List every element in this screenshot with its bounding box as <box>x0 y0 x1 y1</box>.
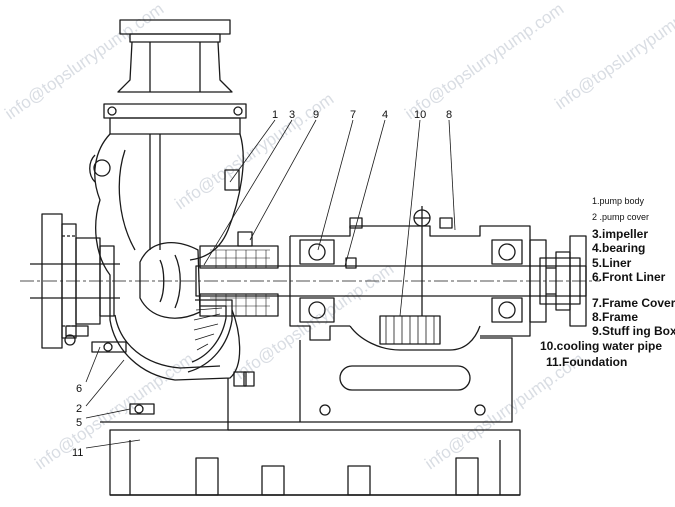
cooling-water-pipe <box>379 206 441 345</box>
watermark: info@topslurrypump.com <box>401 0 567 123</box>
callout-1: 1 <box>272 109 278 121</box>
discharge-outlet <box>103 19 247 135</box>
legend-item: 4.bearing <box>592 241 646 256</box>
callout-6: 6 <box>76 383 82 395</box>
legend-item: 8.Frame <box>592 310 639 324</box>
watermark: info@topslurrypump.com <box>171 89 337 213</box>
legend-item: 11.Foundation <box>546 355 628 369</box>
leader-lines <box>85 119 456 449</box>
callout-3: 3 <box>289 109 295 121</box>
legend-item: 1.pump body <box>592 196 645 206</box>
casing-bolts <box>91 341 247 415</box>
watermark: info@topslurrypump.com <box>31 349 197 473</box>
callout-7: 7 <box>350 109 356 121</box>
callout-10: 10 <box>414 109 426 121</box>
callout-5: 5 <box>76 417 82 429</box>
pump-cover <box>187 299 233 373</box>
shaft-coupling <box>529 235 587 327</box>
legend-item: 6.Front Liner <box>592 269 666 284</box>
callout-labels: 1 3 9 7 4 10 8 6 2 5 11 <box>72 109 452 459</box>
legend-item: 3.impeller <box>592 227 649 242</box>
foundation <box>100 421 521 496</box>
watermark: info@topslurrypump.com <box>551 0 675 113</box>
callout-4: 4 <box>382 109 388 121</box>
watermark: info@topslurrypump.com <box>231 259 397 383</box>
legend-item: 10.cooling water pipe <box>540 339 663 353</box>
suction-inlet <box>30 213 120 349</box>
legend-item: 7.Frame Cover <box>592 295 675 310</box>
watermark: info@topslurrypump.com <box>1 0 167 123</box>
stuffing-box <box>199 231 279 317</box>
parts-legend: 1.pump body 2 .pump cover 3.impeller 4.b… <box>592 196 675 338</box>
legend-item: 9.Stuff ing Box <box>592 324 675 339</box>
callout-11: 11 <box>72 447 83 459</box>
volute-casing <box>89 133 244 381</box>
legend-item: 5.Liner <box>592 255 632 270</box>
callout-9: 9 <box>313 109 319 121</box>
impeller <box>139 242 201 319</box>
legend-item: 2 .pump cover <box>592 211 650 222</box>
callout-8: 8 <box>446 109 452 121</box>
callout-2: 2 <box>76 403 82 415</box>
pump-linework <box>20 19 600 496</box>
